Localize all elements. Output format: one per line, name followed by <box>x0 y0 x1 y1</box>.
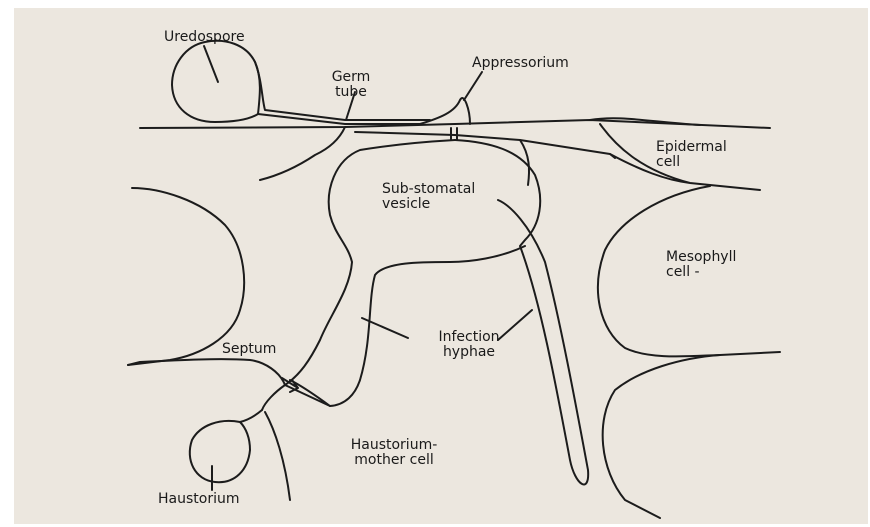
label-mesophyll-cell: Mesophyll cell - <box>666 250 756 280</box>
label-uredospore: Uredospore <box>164 30 245 45</box>
label-germ-tube: Germ tube <box>328 70 374 100</box>
label-haustorium-mother-cell: Haustorium- mother cell <box>334 438 454 468</box>
label-sub-stomatal-vesicle: Sub-stomatal vesicle <box>382 182 512 212</box>
label-infection-hyphae: Infection hyphae <box>424 330 514 360</box>
label-appressorium: Appressorium <box>472 56 569 71</box>
label-septum: Septum <box>222 342 276 357</box>
label-haustorium: Haustorium <box>158 492 239 507</box>
label-epidermal-cell: Epidermal cell <box>656 140 736 170</box>
